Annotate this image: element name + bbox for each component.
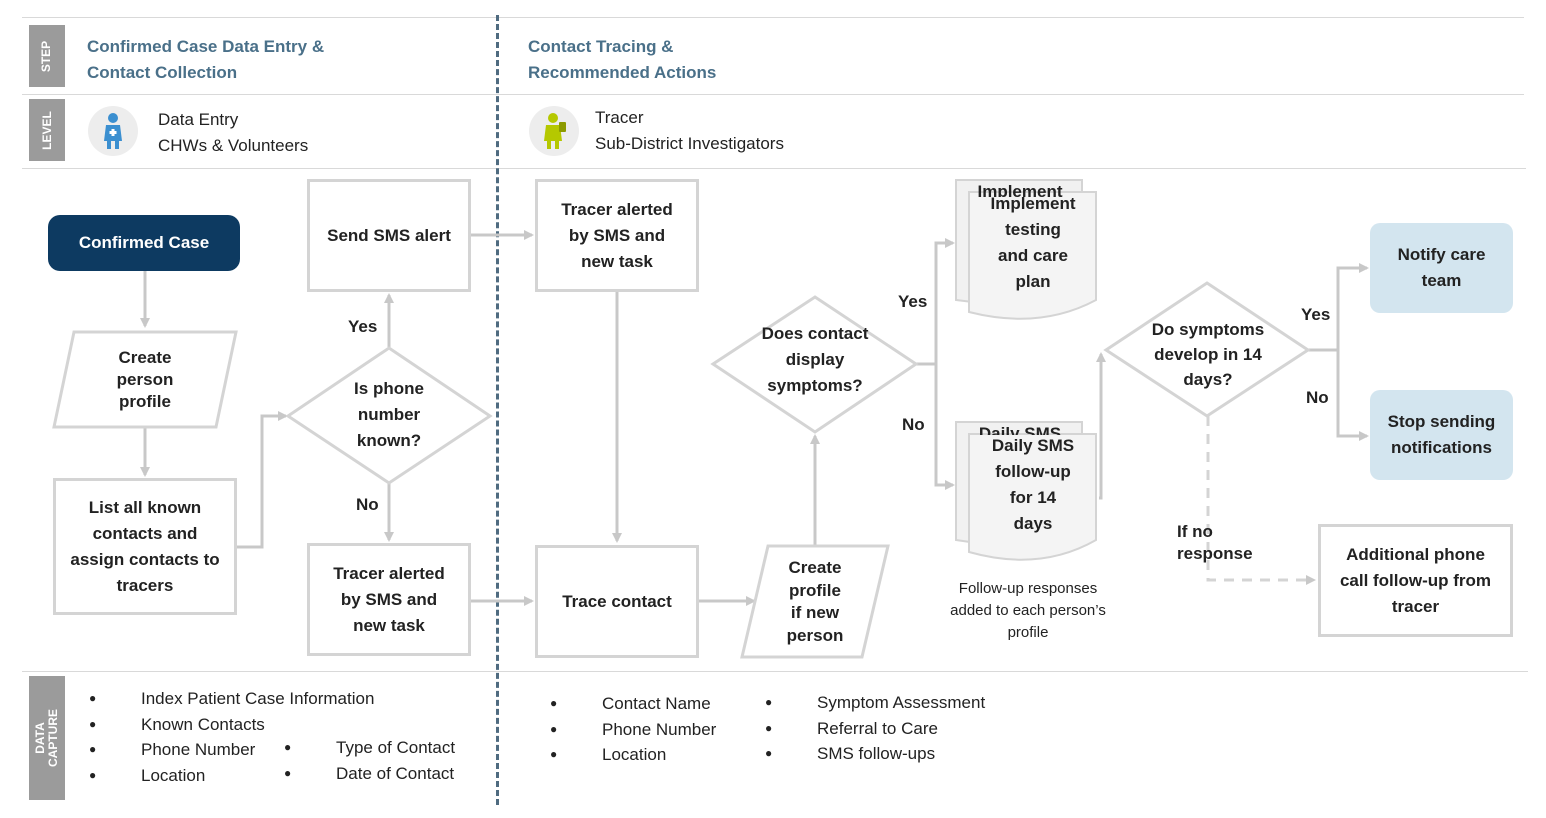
implement-doc-front (968, 191, 1097, 320)
create-person-profile-node: Create person profile (116, 348, 174, 411)
followup-responses-note: Follow-up responses added to each person… (950, 580, 1106, 641)
health-worker-icon (88, 106, 138, 156)
data-capture-item: Type of Contact (284, 735, 455, 761)
edge-label-symptoms-yes: Yes (898, 292, 928, 311)
does-contact-display-node: Does contact display symptoms? (761, 324, 869, 395)
row-label-level: LEVEL (29, 99, 65, 161)
data-capture-item: Symptom Assessment (765, 690, 985, 716)
create-profile-new-node: Create profile if new person (786, 558, 844, 645)
data-capture-item: SMS follow-ups (765, 741, 985, 767)
tracer-alerted-left-node: Tracer alerted by SMS and new task (307, 543, 471, 656)
data-capture-left-col1: Index Patient Case InformationKnown Cont… (89, 686, 374, 788)
data-capture-item: Referral to Care (765, 716, 985, 742)
separator-level-flow (22, 168, 1526, 169)
level-left-line1: Data Entry (158, 110, 239, 129)
edge-label-develop-no: No (1306, 388, 1329, 407)
edge-label-no-response: If no response (1177, 522, 1253, 563)
data-capture-item: Contact Name (550, 691, 716, 717)
list-contacts-node: List all known contacts and assign conta… (53, 478, 237, 615)
notify-care-team-node: Notify care team (1370, 223, 1513, 313)
data-capture-right-col2: Symptom AssessmentReferral to CareSMS fo… (765, 690, 985, 767)
row-label-step: STEP (29, 25, 65, 87)
send-sms-alert-node: Send SMS alert (307, 179, 471, 292)
step-title-right: Contact Tracing & Recommended Actions (528, 37, 717, 82)
data-capture-item: Date of Contact (284, 761, 455, 787)
phase-divider (496, 15, 499, 805)
data-capture-item: Location (550, 742, 716, 768)
tracer-icon (529, 106, 579, 156)
implement-back-label: Implement (977, 182, 1063, 197)
level-right-role: Tracer Sub-District Investigators (595, 105, 784, 157)
confirmed-case-node: Confirmed Case (48, 215, 240, 271)
trace-contact-node: Trace contact (535, 545, 699, 658)
level-left-line2: CHWs & Volunteers (158, 136, 309, 155)
is-phone-known-node: Is phone number known? (354, 379, 424, 450)
data-capture-item: Phone Number (550, 717, 716, 743)
level-right-line2: Sub-District Investigators (595, 134, 784, 153)
data-capture-left-col2: Type of ContactDate of Contact (284, 735, 455, 786)
edge-label-phone-yes: Yes (348, 317, 378, 336)
separator-top (22, 17, 1524, 18)
create-person-profile-shape (52, 330, 238, 429)
data-capture-right-col1: Contact NamePhone NumberLocation (550, 691, 716, 768)
edge-label-phone-no: No (356, 495, 379, 514)
edge-label-develop-yes: Yes (1301, 305, 1331, 324)
is-phone-known-shape (285, 346, 493, 485)
implement-testing-node: Implement testing and care plan (990, 194, 1076, 291)
daily-sms-node: Daily SMS follow-up for 14 days (991, 436, 1075, 533)
data-capture-item: Location (89, 763, 374, 789)
separator-flow-capture (22, 671, 1528, 672)
do-symptoms-develop-node: Do symptoms develop in 14 days? (1151, 319, 1265, 389)
level-left-role: Data Entry CHWs & Volunteers (158, 107, 308, 159)
do-symptoms-develop-shape (1103, 281, 1311, 418)
create-profile-new-shape (740, 544, 890, 659)
additional-phone-node: Additional phone call follow-up from tra… (1318, 524, 1513, 637)
data-capture-item: Index Patient Case Information (89, 686, 374, 712)
data-capture-item: Known Contacts (89, 712, 374, 738)
daily-sms-back-label: Daily SMS (978, 424, 1062, 435)
step-title-left: Confirmed Case Data Entry & Contact Coll… (87, 37, 325, 82)
tracer-alerted-right-node: Tracer alerted by SMS and new task (535, 179, 699, 292)
row-label-data-capture: DATA CAPTURE (29, 676, 65, 800)
does-contact-display-shape (710, 295, 919, 434)
separator-step-level (22, 94, 1524, 95)
edge-label-symptoms-no: No (902, 415, 925, 434)
data-capture-item: Phone Number (89, 737, 374, 763)
daily-sms-doc-front (968, 433, 1097, 561)
stop-sending-node: Stop sending notifications (1370, 390, 1513, 480)
level-right-line1: Tracer (595, 108, 644, 127)
